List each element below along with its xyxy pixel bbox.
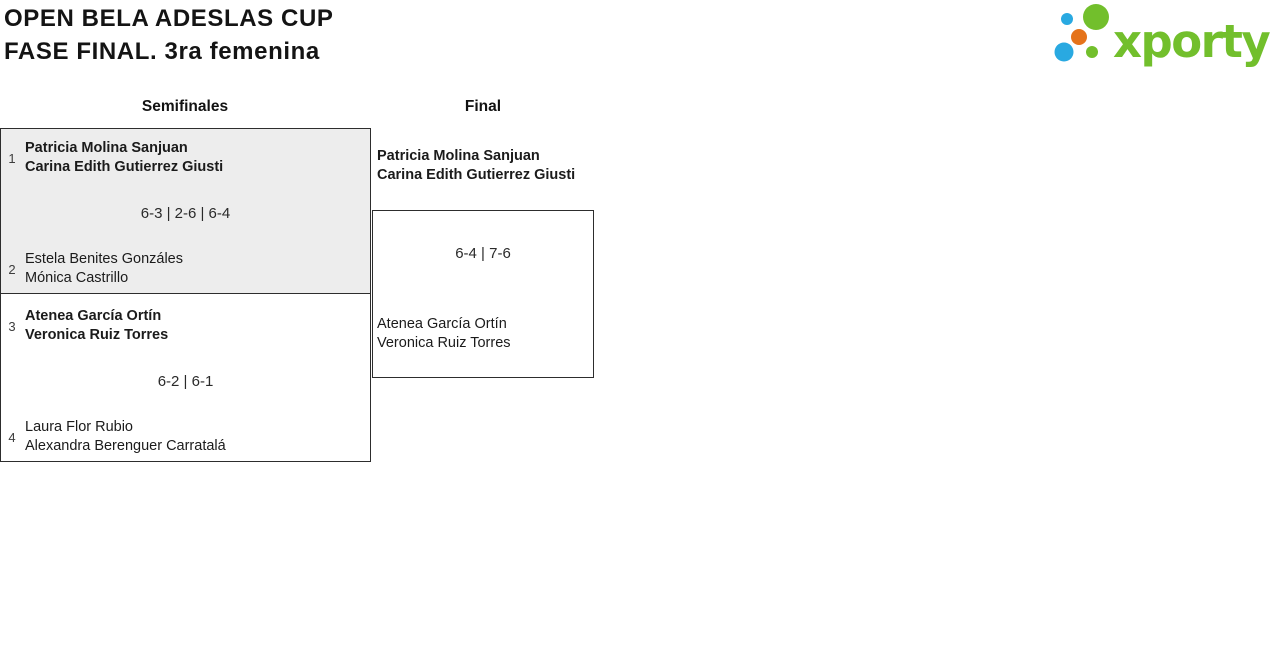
match-final[interactable]: 6-4 | 7-6 Atenea García Ortín Veronica R… <box>372 210 594 378</box>
sf2-team2-seed: 4 <box>8 429 16 445</box>
player-name: Mónica Castrillo <box>25 270 129 286</box>
final-score: 6-4 | 7-6 <box>455 245 511 262</box>
sf1-score: 6-3 | 2-6 | 6-4 <box>140 204 231 222</box>
match-semifinal-2[interactable]: 3 Atenea García Ortín Veronica Ruiz Torr… <box>0 293 371 462</box>
final-team2-names: Atenea García Ortín Veronica Ruiz Torres <box>377 315 511 353</box>
logo-dot-green-large <box>1083 4 1109 30</box>
player-name: Patricia Molina Sanjuan <box>377 148 540 164</box>
sf2-team1-seed: 3 <box>8 318 16 334</box>
final-team1-names: Patricia Molina Sanjuan Carina Edith Gut… <box>377 147 575 185</box>
xporty-logo-graphic: xporty <box>1054 4 1272 68</box>
sf1-team1: 1 Patricia Molina Sanjuan Carina Edith G… <box>1 139 370 177</box>
sf1-team2-seed: 2 <box>8 261 16 277</box>
player-name: Laura Flor Rubio <box>25 419 133 435</box>
page-title: OPEN BELA ADESLAS CUP FASE FINAL. 3ra fe… <box>4 2 334 68</box>
tournament-name: OPEN BELA ADESLAS CUP <box>4 5 334 32</box>
player-name: Atenea García Ortín <box>377 316 507 332</box>
player-name: Veronica Ruiz Torres <box>377 335 511 351</box>
sf1-team2-names: Estela Benites Gonzáles Mónica Castrillo <box>25 250 183 288</box>
player-name: Estela Benites Gonzáles <box>25 251 183 267</box>
logo-dot-blue-small <box>1061 13 1073 25</box>
player-name: Carina Edith Gutierrez Giusti <box>25 159 224 175</box>
sf2-team2: 4 Laura Flor Rubio Alexandra Berenguer C… <box>1 418 370 456</box>
logo-dot-orange <box>1071 29 1087 45</box>
logo-dot-blue-medium <box>1054 42 1074 62</box>
xporty-logo[interactable]: xporty <box>1042 0 1280 70</box>
sf2-team1-names: Atenea García Ortín Veronica Ruiz Torres <box>25 307 168 345</box>
round-header-final: Final <box>464 98 502 115</box>
sf2-team1: 3 Atenea García Ortín Veronica Ruiz Torr… <box>1 307 370 345</box>
sf2-team2-names: Laura Flor Rubio Alexandra Berenguer Car… <box>25 418 226 456</box>
sf2-score: 6-2 | 6-1 <box>157 372 214 390</box>
sf1-team2: 2 Estela Benites Gonzáles Mónica Castril… <box>1 250 370 288</box>
sf1-team1-names: Patricia Molina Sanjuan Carina Edith Gut… <box>25 139 223 177</box>
player-name: Carina Edith Gutierrez Giusti <box>377 167 576 183</box>
player-name: Veronica Ruiz Torres <box>25 327 169 343</box>
round-header-semifinals: Semifinales <box>141 98 229 115</box>
phase-name: FASE FINAL. 3ra femenina <box>4 38 320 65</box>
player-name: Patricia Molina Sanjuan <box>25 140 188 156</box>
player-name: Alexandra Berenguer Carratalá <box>25 438 226 454</box>
match-semifinal-1[interactable]: 1 Patricia Molina Sanjuan Carina Edith G… <box>0 128 371 294</box>
xporty-logo-text: xporty <box>1113 15 1270 68</box>
player-name: Atenea García Ortín <box>25 308 162 324</box>
logo-dot-green-small <box>1086 46 1098 58</box>
sf1-team1-seed: 1 <box>8 150 16 166</box>
